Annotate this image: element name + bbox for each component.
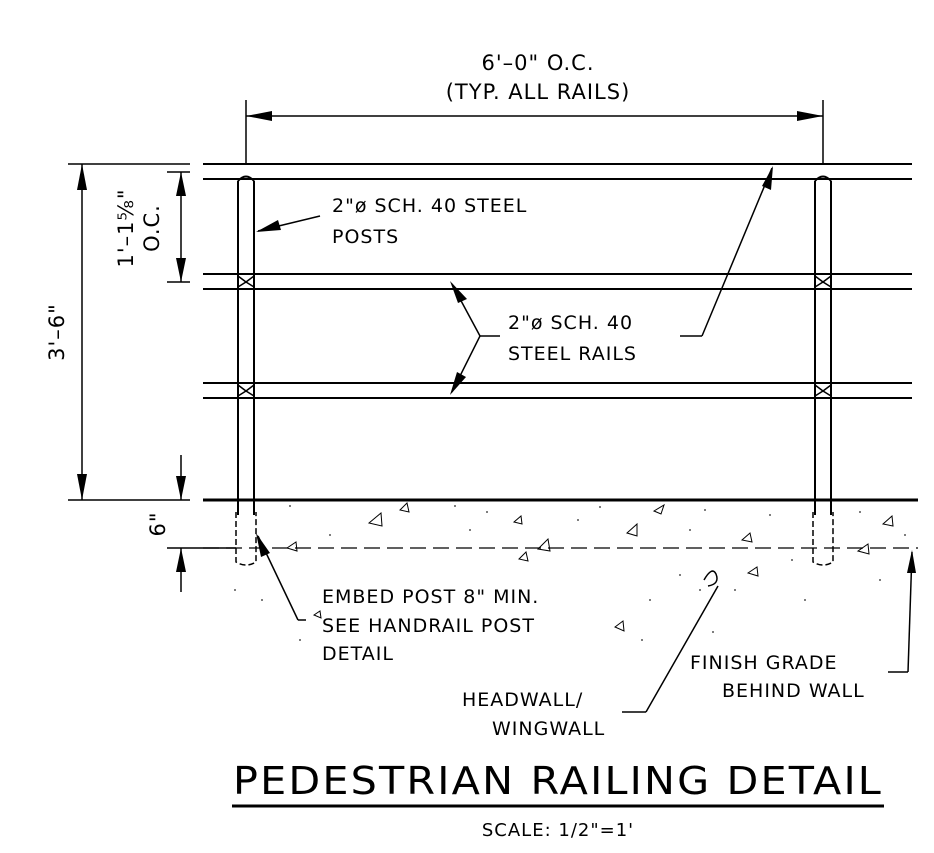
finish-grade-callout: FINISH GRADE BEHIND WALL (690, 550, 916, 702)
rail-spacing-dimension: 1'–1⅝" O.C. (114, 171, 190, 500)
finish-grade-label-line2: BEHIND WALL (722, 680, 865, 702)
drawing-scale: SCALE: 1/2"=1' (482, 820, 634, 841)
embed-callout: EMBED POST 8" MIN. SEE HANDRAIL POST DET… (256, 533, 539, 665)
headwall-concrete (203, 498, 918, 641)
title-block: PEDESTRIAN RAILING DETAIL SCALE: 1/2"=1' (232, 759, 884, 841)
rail-spacing-text: 1'–1⅝" (114, 188, 138, 267)
rail-spacing-note: O.C. (140, 204, 164, 252)
posts-callout: 2"ø SCH. 40 STEEL POSTS (256, 195, 527, 248)
total-height-dimension: 3'–6" (45, 163, 190, 501)
headwall-callout: HEADWALL/ WINGWALL (462, 585, 719, 740)
embed-label-line3: DETAIL (322, 643, 394, 665)
posts-label-line1: 2"ø SCH. 40 STEEL (332, 195, 527, 217)
rails-label-line2: STEEL RAILS (508, 343, 637, 365)
post-spacing-text: 6'–0" O.C. (481, 51, 594, 75)
rails-label-line1: 2"ø SCH. 40 (508, 312, 633, 334)
total-height-text: 3'–6" (45, 303, 69, 361)
post-spacing-dimension: 6'–0" O.C. (TYP. ALL RAILS) (245, 51, 824, 165)
steel-rails (203, 163, 912, 399)
embed-label-line2: SEE HANDRAIL POST (322, 615, 535, 637)
rails-callout: 2"ø SCH. 40 STEEL RAILS (450, 166, 773, 395)
posts-label-line2: POSTS (332, 226, 399, 248)
headwall-label-line2: WINGWALL (492, 718, 605, 740)
drawing-title: PEDESTRIAN RAILING DETAIL (233, 759, 883, 803)
embed-depth-text: 6" (146, 511, 170, 536)
headwall-label-line1: HEADWALL/ (462, 689, 583, 711)
embed-depth-dimension: 6" (146, 511, 236, 592)
finish-grade-label-line1: FINISH GRADE (690, 652, 838, 674)
embed-label-line1: EMBED POST 8" MIN. (322, 586, 539, 608)
post-spacing-note: (TYP. ALL RAILS) (446, 80, 631, 104)
steel-posts (235, 175, 834, 566)
